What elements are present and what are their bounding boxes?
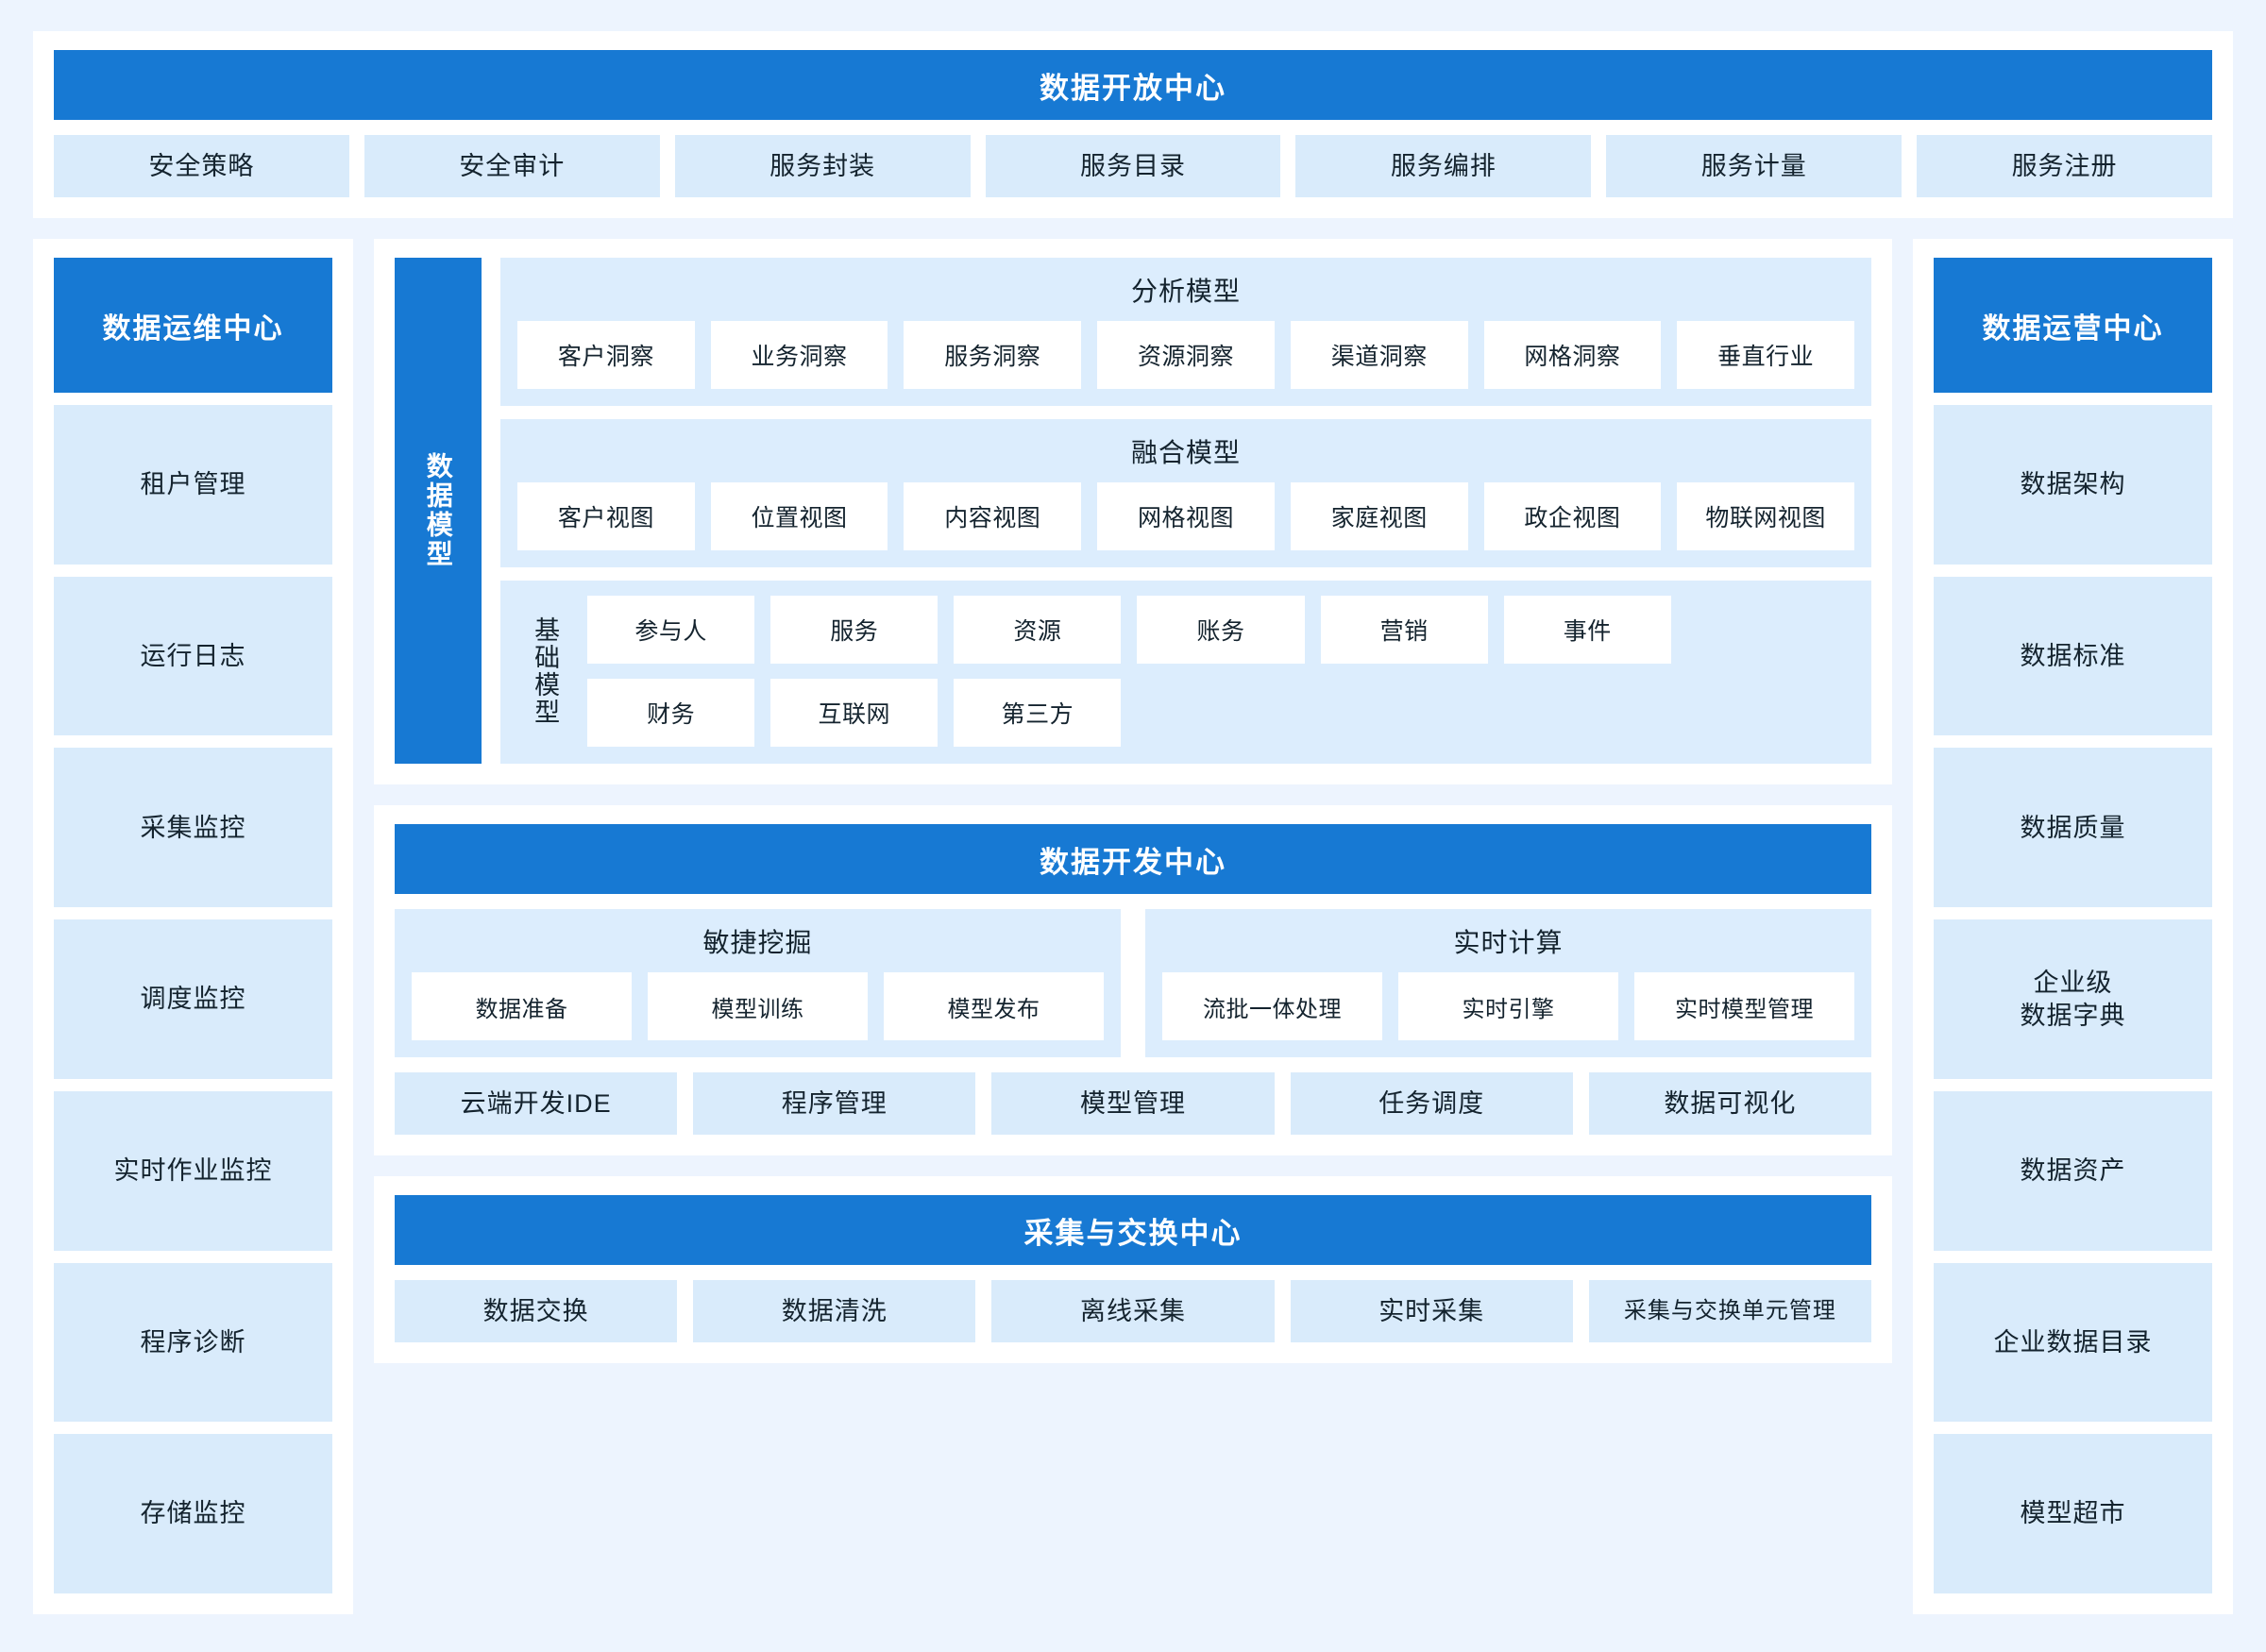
fusion-model-title: 融合模型 xyxy=(1130,438,1241,467)
basic-model-label-text: 基础模型 xyxy=(531,616,560,726)
basic-model-box: 基础模型 参与人 服务 资源 账务 营销 事件 财务 xyxy=(500,581,1871,764)
dev-center-title: 数据开发中心 xyxy=(395,824,1871,894)
fusion-item-location-view[interactable]: 位置视图 xyxy=(710,482,888,550)
dev-item-realtime-model-management[interactable]: 实时模型管理 xyxy=(1634,972,1854,1040)
basic-item-service[interactable]: 服务 xyxy=(770,596,939,664)
operation-center-item-data-assets[interactable]: 数据资产 xyxy=(1934,1090,2212,1251)
operation-center-item-data-standard[interactable]: 数据标准 xyxy=(1934,576,2212,736)
analysis-item-service-insight[interactable]: 服务洞察 xyxy=(904,321,1082,389)
ops-center-item-runtime-log[interactable]: 运行日志 xyxy=(54,576,332,736)
data-model-vertical-label: 数据模型 xyxy=(395,258,482,764)
fusion-item-government-enterprise-view[interactable]: 政企视图 xyxy=(1483,482,1662,550)
dev-item-data-preparation[interactable]: 数据准备 xyxy=(412,972,632,1040)
analysis-item-resource-insight[interactable]: 资源洞察 xyxy=(1097,321,1275,389)
data-model-vertical-label-text: 数据模型 xyxy=(423,452,453,569)
basic-item-marketing[interactable]: 营销 xyxy=(1320,596,1488,664)
basic-item-account[interactable]: 账务 xyxy=(1137,596,1305,664)
dev-group-realtime-compute: 实时计算 流批一体处理 实时引擎 实时模型管理 xyxy=(1145,909,1871,1057)
open-center-title: 数据开放中心 xyxy=(54,50,2212,120)
basic-model-label: 基础模型 xyxy=(517,596,572,747)
fusion-item-grid-view[interactable]: 网格视图 xyxy=(1097,482,1275,550)
ops-center-item-schedule-monitor[interactable]: 调度监控 xyxy=(54,919,332,1079)
dev-item-stream-batch-processing[interactable]: 流批一体处理 xyxy=(1162,972,1382,1040)
open-center-item-service-orchestration[interactable]: 服务编排 xyxy=(1295,135,1592,197)
dev-item-program-management[interactable]: 程序管理 xyxy=(693,1072,976,1135)
open-center-panel: 数据开放中心 安全策略 安全审计 服务封装 服务目录 服务编排 服务计量 服务注… xyxy=(33,31,2233,218)
ops-center-item-collection-monitor[interactable]: 采集监控 xyxy=(54,748,332,908)
open-center-item-security-policy[interactable]: 安全策略 xyxy=(54,135,349,197)
basic-item-event[interactable]: 事件 xyxy=(1503,596,1671,664)
fusion-item-customer-view[interactable]: 客户视图 xyxy=(517,482,695,550)
basic-grid-spacer xyxy=(1687,596,1854,664)
fusion-item-iot-view[interactable]: 物联网视图 xyxy=(1677,482,1854,550)
ops-center-item-storage-monitor[interactable]: 存储监控 xyxy=(54,1434,332,1594)
operation-center-item-enterprise-data-catalog[interactable]: 企业数据目录 xyxy=(1934,1262,2212,1423)
dev-item-realtime-engine[interactable]: 实时引擎 xyxy=(1398,972,1618,1040)
fusion-model-items: 客户视图 位置视图 内容视图 网格视图 家庭视图 政企视图 物联网视图 xyxy=(517,482,1854,550)
ops-center-panel: 数据运维中心 租户管理 运行日志 采集监控 调度监控 实时作业监控 程序诊断 存… xyxy=(33,239,353,1614)
ingest-center-items: 数据交换 数据清洗 离线采集 实时采集 采集与交换单元管理 xyxy=(395,1280,1871,1342)
basic-item-internet[interactable]: 互联网 xyxy=(770,679,939,747)
open-center-item-service-catalog[interactable]: 服务目录 xyxy=(985,135,1281,197)
fusion-item-family-view[interactable]: 家庭视图 xyxy=(1290,482,1468,550)
analysis-item-business-insight[interactable]: 业务洞察 xyxy=(710,321,888,389)
dev-item-model-management[interactable]: 模型管理 xyxy=(991,1072,1275,1135)
analysis-model-items: 客户洞察 业务洞察 服务洞察 资源洞察 渠道洞察 网格洞察 垂直行业 xyxy=(517,321,1854,389)
ingest-item-data-exchange[interactable]: 数据交换 xyxy=(395,1280,678,1342)
operation-center-item-data-architecture[interactable]: 数据架构 xyxy=(1934,405,2212,565)
ingest-item-realtime-collection[interactable]: 实时采集 xyxy=(1290,1280,1573,1342)
open-center-item-service-registry[interactable]: 服务注册 xyxy=(1917,135,2212,197)
operation-center-title: 数据运营中心 xyxy=(1934,258,2212,393)
operation-center-item-data-quality[interactable]: 数据质量 xyxy=(1934,748,2212,908)
analysis-item-vertical-industry[interactable]: 垂直行业 xyxy=(1677,321,1854,389)
dev-center-groups: 敏捷挖掘 数据准备 模型训练 模型发布 实时计算 流批一体处理 实时引擎 实时模… xyxy=(395,909,1871,1057)
basic-item-participant[interactable]: 参与人 xyxy=(587,596,755,664)
dev-center-bottom-items: 云端开发IDE 程序管理 模型管理 任务调度 数据可视化 xyxy=(395,1072,1871,1135)
ingest-item-data-cleaning[interactable]: 数据清洗 xyxy=(693,1280,976,1342)
open-center-items: 安全策略 安全审计 服务封装 服务目录 服务编排 服务计量 服务注册 xyxy=(54,135,2212,197)
center-column: 数据模型 分析模型 客户洞察 业务洞察 服务洞察 资源洞察 渠道洞察 xyxy=(374,239,1892,1614)
open-center-item-security-audit[interactable]: 安全审计 xyxy=(364,135,660,197)
ops-center-title: 数据运维中心 xyxy=(54,258,332,393)
analysis-item-channel-insight[interactable]: 渠道洞察 xyxy=(1290,321,1468,389)
basic-model-items: 参与人 服务 资源 账务 营销 事件 财务 互联网 第三方 xyxy=(587,596,1854,747)
ingest-center-panel: 采集与交换中心 数据交换 数据清洗 离线采集 实时采集 采集与交换单元管理 xyxy=(374,1176,1892,1363)
middle-region: 数据运维中心 租户管理 运行日志 采集监控 调度监控 实时作业监控 程序诊断 存… xyxy=(33,239,2233,1614)
basic-item-resource[interactable]: 资源 xyxy=(954,596,1122,664)
ops-center-item-tenant-management[interactable]: 租户管理 xyxy=(54,405,332,565)
ingest-center-title: 采集与交换中心 xyxy=(395,1195,1871,1265)
basic-item-third-party[interactable]: 第三方 xyxy=(954,679,1122,747)
analysis-item-customer-insight[interactable]: 客户洞察 xyxy=(517,321,695,389)
fusion-item-content-view[interactable]: 内容视图 xyxy=(904,482,1082,550)
open-center-item-service-metering[interactable]: 服务计量 xyxy=(1606,135,1902,197)
operation-center-item-enterprise-data-dictionary[interactable]: 企业级数据字典 xyxy=(1934,919,2212,1079)
dev-item-cloud-ide[interactable]: 云端开发IDE xyxy=(395,1072,678,1135)
fusion-model-box: 融合模型 客户视图 位置视图 内容视图 网格视图 家庭视图 政企视图 物联网视图 xyxy=(500,419,1871,567)
ops-center-item-program-diagnosis[interactable]: 程序诊断 xyxy=(54,1262,332,1423)
dev-group-agile-mining-title: 敏捷挖掘 xyxy=(702,928,813,957)
dev-item-data-visualization[interactable]: 数据可视化 xyxy=(1588,1072,1871,1135)
analysis-item-grid-insight[interactable]: 网格洞察 xyxy=(1483,321,1662,389)
ingest-item-offline-collection[interactable]: 离线采集 xyxy=(991,1280,1275,1342)
dev-item-model-training[interactable]: 模型训练 xyxy=(648,972,868,1040)
dev-item-model-publishing[interactable]: 模型发布 xyxy=(884,972,1104,1040)
analysis-model-title: 分析模型 xyxy=(1130,277,1241,306)
dev-group-realtime-compute-title: 实时计算 xyxy=(1453,928,1564,957)
operation-center-item-model-marketplace[interactable]: 模型超市 xyxy=(1934,1434,2212,1594)
operation-center-panel: 数据运营中心 数据架构 数据标准 数据质量 企业级数据字典 数据资产 企业数据目… xyxy=(1913,239,2233,1614)
dev-item-task-scheduling[interactable]: 任务调度 xyxy=(1290,1072,1573,1135)
open-center-item-service-packaging[interactable]: 服务封装 xyxy=(674,135,971,197)
data-model-panel: 数据模型 分析模型 客户洞察 业务洞察 服务洞察 资源洞察 渠道洞察 xyxy=(374,239,1892,784)
analysis-model-box: 分析模型 客户洞察 业务洞察 服务洞察 资源洞察 渠道洞察 网格洞察 垂直行业 xyxy=(500,258,1871,406)
dev-center-panel: 数据开发中心 敏捷挖掘 数据准备 模型训练 模型发布 实时计算 流批一体处 xyxy=(374,805,1892,1155)
dev-group-agile-mining: 敏捷挖掘 数据准备 模型训练 模型发布 xyxy=(395,909,1121,1057)
basic-item-finance[interactable]: 财务 xyxy=(587,679,755,747)
ops-center-item-realtime-job-monitor[interactable]: 实时作业监控 xyxy=(54,1090,332,1251)
ingest-item-unit-management[interactable]: 采集与交换单元管理 xyxy=(1588,1280,1871,1342)
